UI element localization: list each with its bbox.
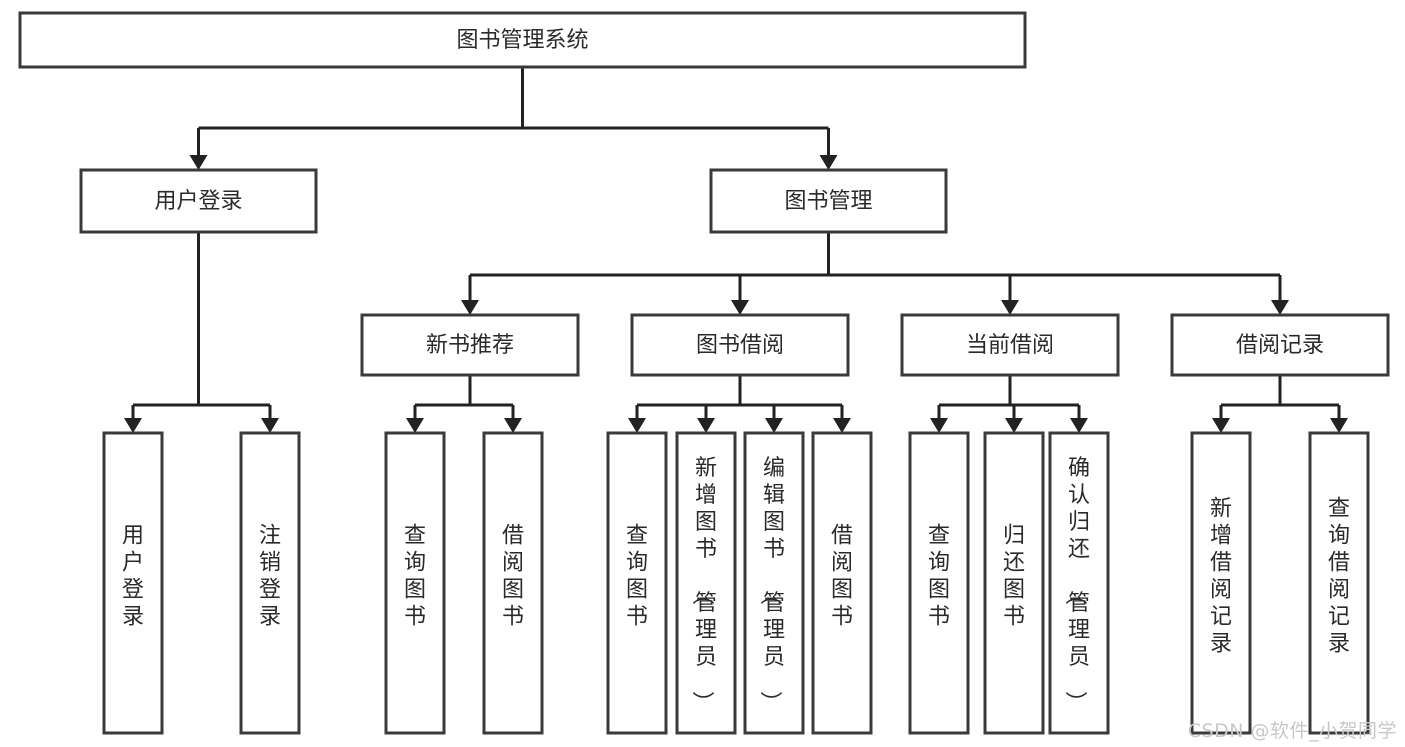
node-box[interactable]: [908, 431, 970, 735]
node-box[interactable]: [1048, 431, 1110, 735]
node-label: 新增借阅记录: [1210, 497, 1232, 657]
leaf-node-1[interactable]: 注销登录: [239, 431, 301, 735]
node-label: 借阅图书: [502, 524, 524, 630]
level3-node-2[interactable]: 当前借阅: [900, 313, 1120, 377]
arrow-head: [261, 418, 279, 433]
leaf-node-12[interactable]: 查询借阅记录: [1308, 431, 1370, 735]
leaf-node-11[interactable]: 新增借阅记录: [1190, 431, 1252, 735]
level3-node-3[interactable]: 借阅记录: [1170, 313, 1390, 377]
arrow-head: [930, 418, 948, 433]
node-label: 借阅记录: [1236, 333, 1324, 358]
node-box[interactable]: [384, 431, 446, 735]
node-label: 确认归还（管理员）: [1062, 456, 1090, 713]
node-box[interactable]: [900, 313, 1120, 377]
arrow-head: [628, 418, 646, 433]
leaf-node-8[interactable]: 查询图书: [908, 431, 970, 735]
level2-node-1[interactable]: 图书管理: [709, 168, 948, 234]
node-label: 查询图书: [626, 524, 648, 630]
node-box[interactable]: [743, 431, 805, 735]
arrow-head: [731, 300, 749, 315]
node-box[interactable]: [709, 168, 948, 234]
node-box[interactable]: [630, 313, 850, 377]
node-box[interactable]: [18, 11, 1027, 69]
node-label: 图书管理系统: [456, 28, 588, 53]
node-label: 用户登录: [122, 524, 144, 630]
arrow-head: [1070, 418, 1088, 433]
arrow-head: [819, 155, 838, 170]
arrow-head: [461, 300, 479, 315]
node-label: 新增图书（管理员）: [689, 456, 717, 713]
node-layer: 图书管理系统用户登录图书管理新书推荐图书借阅当前借阅借阅记录用户登录注销登录查询…: [18, 11, 1390, 735]
arrow-head: [697, 418, 715, 433]
node-box[interactable]: [482, 431, 544, 735]
node-box[interactable]: [811, 431, 873, 735]
node-label: 当前借阅: [966, 333, 1054, 358]
node-label: 归还图书: [1003, 524, 1025, 630]
arrow-head: [406, 418, 424, 433]
leaf-node-10[interactable]: 确认归还（管理员）: [1048, 431, 1110, 735]
node-label: 注销登录: [259, 524, 281, 630]
node-label: 查询图书: [404, 524, 426, 630]
node-label: 编辑图书（管理员）: [757, 456, 785, 713]
level3-node-0[interactable]: 新书推荐: [360, 313, 580, 377]
arrow-head: [124, 418, 142, 433]
arrow-head: [189, 155, 208, 170]
node-label: 新书推荐: [426, 333, 514, 358]
connector-layer: [124, 67, 1348, 433]
arrow-head: [504, 418, 522, 433]
node-box[interactable]: [606, 431, 668, 735]
leaf-node-7[interactable]: 借阅图书: [811, 431, 873, 735]
node-box[interactable]: [239, 431, 301, 735]
node-label: 查询借阅记录: [1328, 497, 1350, 657]
root-node-book-management-system[interactable]: 图书管理系统: [18, 11, 1027, 69]
level3-node-1[interactable]: 图书借阅: [630, 313, 850, 377]
node-box[interactable]: [983, 431, 1045, 735]
leaf-node-3[interactable]: 借阅图书: [482, 431, 544, 735]
leaf-node-4[interactable]: 查询图书: [606, 431, 668, 735]
leaf-node-6[interactable]: 编辑图书（管理员）: [743, 431, 805, 735]
node-box[interactable]: [102, 431, 164, 735]
node-label: 图书管理: [784, 189, 872, 214]
leaf-node-9[interactable]: 归还图书: [983, 431, 1045, 735]
node-box[interactable]: [360, 313, 580, 377]
arrow-head: [1271, 300, 1289, 315]
leaf-node-2[interactable]: 查询图书: [384, 431, 446, 735]
arrow-head: [1212, 418, 1230, 433]
arrow-head: [1001, 300, 1019, 315]
arrow-head: [833, 418, 851, 433]
arrow-head: [1005, 418, 1023, 433]
node-box[interactable]: [675, 431, 737, 735]
node-box[interactable]: [79, 168, 318, 234]
node-box[interactable]: [1308, 431, 1370, 735]
node-box[interactable]: [1190, 431, 1252, 735]
leaf-node-5[interactable]: 新增图书（管理员）: [675, 431, 737, 735]
node-label: 查询图书: [928, 524, 950, 630]
level2-node-0[interactable]: 用户登录: [79, 168, 318, 234]
node-label: 图书借阅: [696, 333, 784, 358]
node-box[interactable]: [1170, 313, 1390, 377]
arrow-head: [1330, 418, 1348, 433]
leaf-node-0[interactable]: 用户登录: [102, 431, 164, 735]
arrow-head: [765, 418, 783, 433]
node-label: 用户登录: [154, 189, 242, 214]
node-label: 借阅图书: [831, 524, 853, 630]
